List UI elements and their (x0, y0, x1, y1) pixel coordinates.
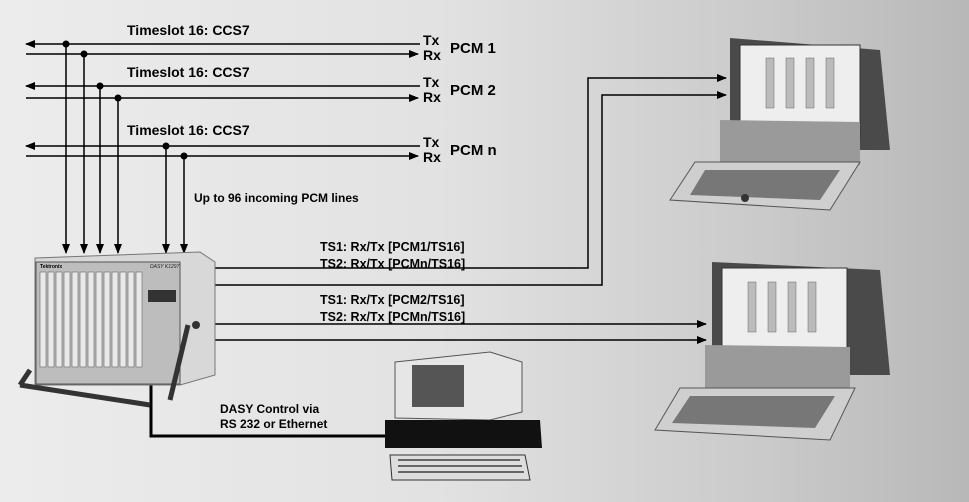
timeslot-label-pcm1: Timeslot 16: CCS7 (127, 22, 250, 38)
tx-label: Tx (423, 74, 440, 90)
pcm1-label: PCM 1 (450, 40, 496, 57)
tx-label: Tx (423, 134, 440, 150)
rx-label: Rx (423, 149, 441, 165)
pcm-lines (25, 40, 727, 438)
control-pc (385, 351, 542, 481)
device-brand: Tektronix (40, 264, 62, 270)
tx-label: Tx (423, 32, 440, 48)
control-line-1: DASY Control via (220, 402, 320, 416)
control-cable (149, 380, 392, 438)
route-line-upper-1 (212, 74, 727, 269)
device-display (148, 290, 176, 302)
pc-base (385, 420, 542, 448)
rx-label: Rx (423, 89, 441, 105)
route-line-upper-2 (212, 91, 727, 286)
routes-upper: TS1: Rx/Tx [PCM1/TS16] TS2: Rx/Tx [PCMn/… (320, 239, 465, 273)
pc-keyboard (389, 454, 531, 481)
incoming-note: Up to 96 incoming PCM lines (194, 191, 359, 205)
route-label: TS2: Rx/Tx [PCMn/TS16] (320, 310, 466, 324)
rx-label: Rx (423, 47, 441, 63)
pcm2-label: PCM 2 (450, 82, 496, 99)
device-model-label: DASY K1297 (150, 264, 180, 270)
pcmn-label: PCM n (450, 142, 497, 159)
laptop-analyzer-2 (654, 262, 890, 441)
dasy-rack-device: Tektronix (17, 251, 216, 408)
route-label: TS1: Rx/Tx [PCM1/TS16] (320, 240, 465, 254)
pc-monitor-screen (412, 365, 464, 407)
tx-rx-pcm2: Tx Rx (423, 75, 441, 105)
route-label: TS2: Rx/Tx [PCMn/TS16] (320, 257, 466, 271)
tx-rx-pcm1: Tx Rx (423, 33, 441, 63)
control-label: DASY Control via RS 232 or Ethernet (220, 402, 327, 432)
timeslot-label-pcmn: Timeslot 16: CCS7 (127, 122, 250, 138)
tap-dots (62, 40, 188, 160)
tx-rx-pcmn: Tx Rx (423, 135, 441, 165)
device-handle (17, 324, 191, 408)
routes-lower: TS1: Rx/Tx [PCM2/TS16] TS2: Rx/Tx [PCMn/… (320, 292, 465, 326)
route-label: TS1: Rx/Tx [PCM2/TS16] (320, 293, 465, 307)
timeslot-label-pcm2: Timeslot 16: CCS7 (127, 64, 250, 80)
control-line-2: RS 232 or Ethernet (220, 417, 328, 431)
laptop-analyzer-1 (669, 38, 890, 211)
